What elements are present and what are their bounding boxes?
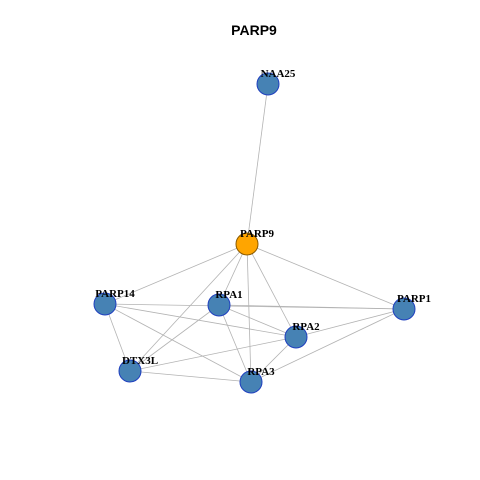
edge-parp1-rpa2 <box>295 308 405 338</box>
edge-parp9-dtx3l <box>129 243 248 372</box>
edge-rpa1-rpa3 <box>218 304 252 383</box>
node-parp1[interactable] <box>392 297 416 321</box>
node-label-rpa3: RPA3 <box>247 366 275 378</box>
node-label-rpa1: RPA1 <box>215 289 242 301</box>
node-label-parp14: PARP14 <box>95 288 135 300</box>
edge-parp1-rpa3 <box>250 308 405 383</box>
node-rpa3[interactable] <box>239 370 263 394</box>
edge-parp9-rpa2 <box>246 243 297 338</box>
node-label-parp9: PARP9 <box>240 228 275 240</box>
edge-naa25-parp9 <box>246 83 269 245</box>
node-label-rpa2: RPA2 <box>292 321 320 333</box>
node-label-naa25: NAA25 <box>261 68 296 80</box>
edge-parp14-dtx3l <box>104 303 131 372</box>
node-naa25[interactable] <box>256 72 280 96</box>
edge-dtx3l-rpa3 <box>129 370 252 383</box>
edge-parp14-rpa2 <box>104 303 297 338</box>
edge-parp9-parp14 <box>104 243 248 305</box>
node-parp9[interactable] <box>235 232 259 256</box>
edge-parp1-rpa1 <box>218 304 405 310</box>
edge-parp9-rpa3 <box>246 243 252 383</box>
node-rpa2[interactable] <box>284 325 308 349</box>
diagram-title: PARP9 <box>231 22 277 38</box>
edge-rpa2-dtx3l <box>129 336 297 372</box>
node-parp14[interactable] <box>93 292 117 316</box>
node-label-parp1: PARP1 <box>397 293 431 305</box>
edge-rpa1-dtx3l <box>129 304 220 372</box>
node-label-dtx3l: DTX3L <box>122 355 158 367</box>
edge-rpa1-rpa2 <box>218 304 297 338</box>
node-dtx3l[interactable] <box>118 359 142 383</box>
edge-parp14-rpa3 <box>104 303 252 383</box>
node-layer <box>93 72 416 394</box>
edge-parp9-parp1 <box>246 243 405 310</box>
node-rpa1[interactable] <box>207 293 231 317</box>
